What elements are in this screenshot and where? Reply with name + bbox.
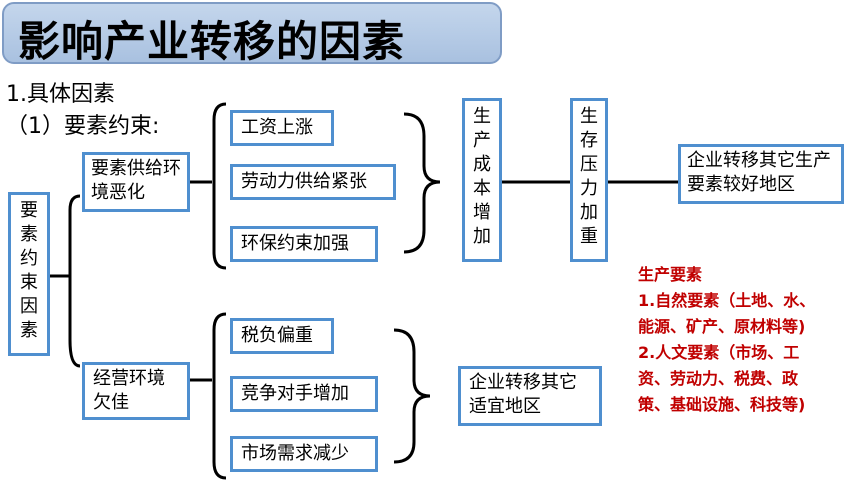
group-a-item-labor: 劳动力供给紧张 [230,164,396,200]
group-a-right-brace [403,112,441,254]
pressure-increase-label: 生存压力加重 [580,106,598,247]
root-factor-box: 要素约束因素 [8,192,50,356]
cost-increase-box: 生产成本增加 [462,98,502,262]
factors-title: 生产要素 [638,265,703,284]
production-factors-note: 生产要素 1.自然要素（土地、水、 能源、矿产、原材料等) 2.人文要素（市场、… [638,262,860,418]
root-factor-label: 要素约束因素 [20,200,38,341]
cost-increase-label: 生产成本增加 [473,106,491,247]
factors-natural-line-1: 1.自然要素（土地、水、 [638,291,816,310]
group-a-box: 要素供给环境恶化 [82,152,190,212]
outcome-b-box: 企业转移其它适宜地区 [458,366,602,426]
page-title: 影响产业转移的因素 [18,17,406,66]
factors-human-line-1: 2.人文要素（市场、工 [638,343,800,362]
group-b-box: 经营环境欠佳 [82,362,190,420]
group-a-label: 要素供给环境恶化 [91,158,181,203]
group-b-brace [212,312,227,480]
pressure-increase-box: 生存压力加重 [570,98,608,262]
item-label: 竞争对手增加 [241,383,349,404]
group-a-item-wage: 工资上涨 [230,110,334,146]
outcome-b-label: 企业转移其它适宜地区 [469,372,577,417]
item-label: 税负偏重 [241,325,313,346]
outcome-a-box: 企业转移其它生产要素较好地区 [678,144,844,204]
title-banner: 影响产业转移的因素 [2,2,502,66]
factors-human-line-3: 策、基础设施、科技等) [638,395,806,414]
group-a-brace [212,102,227,270]
item-label: 环保约束加强 [241,233,349,254]
item-label: 市场需求减少 [241,443,349,464]
group-b-item-competition: 竞争对手增加 [230,376,378,412]
group-b-item-tax: 税负偏重 [230,318,334,354]
outcome-a-label: 企业转移其它生产要素较好地区 [687,150,831,195]
heading-factor-constraint: （1）要素约束: [6,114,160,139]
heading-specific-factors: 1.具体因素 [6,82,115,107]
group-b-label: 经营环境欠佳 [93,368,165,413]
factors-natural-line-2: 能源、矿产、原材料等) [638,317,806,336]
root-brace [68,194,81,368]
item-label: 工资上涨 [241,117,313,138]
item-label: 劳动力供给紧张 [241,171,367,192]
group-a-item-env: 环保约束加强 [230,226,378,262]
group-b-right-brace [393,328,431,464]
factors-human-line-2: 资、劳动力、税费、政 [638,369,799,388]
group-b-item-demand: 市场需求减少 [230,436,378,472]
